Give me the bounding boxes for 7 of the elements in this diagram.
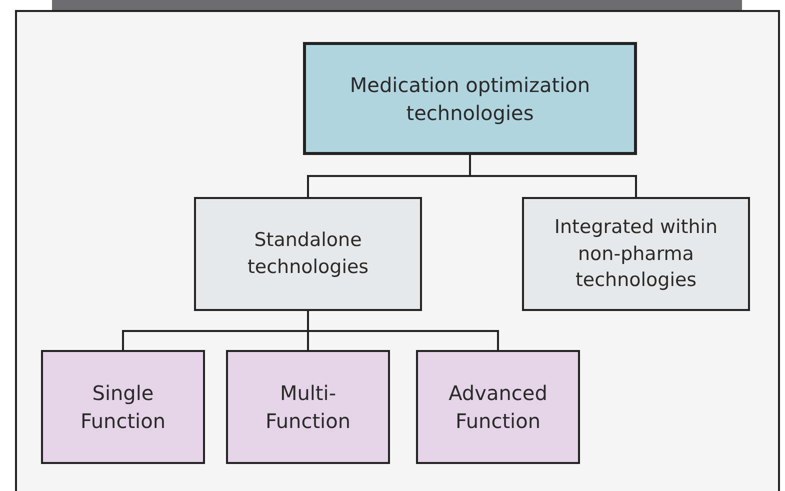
- category-box: Advanced Function: [416, 350, 580, 464]
- category-box: Multi- Function: [226, 350, 390, 464]
- category-box: Single Function: [41, 350, 205, 464]
- connector-line: [307, 311, 499, 350]
- category-box: Medication optimization technologies: [303, 42, 637, 155]
- category-box: Standalone technologies: [194, 197, 422, 311]
- category-box: Integrated within non-pharma technologies: [522, 197, 750, 311]
